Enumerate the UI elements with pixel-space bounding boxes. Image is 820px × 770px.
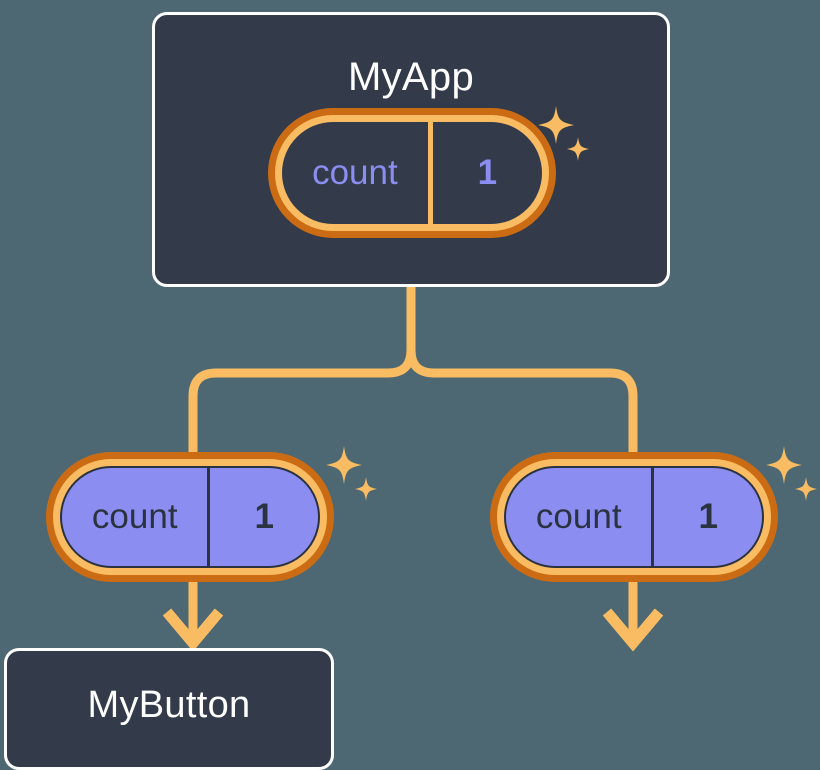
sparkle-small-icon bbox=[355, 477, 377, 501]
wire-branch-left bbox=[188, 349, 416, 456]
sparkle-small-icon bbox=[795, 477, 817, 501]
arrow-head-left bbox=[162, 608, 224, 652]
state-name: count bbox=[282, 122, 433, 224]
wire-branch-right bbox=[406, 349, 638, 456]
state-pill-child-left[interactable]: count 1 bbox=[46, 452, 334, 582]
state-pill-body: count 1 bbox=[282, 122, 542, 224]
state-value: 1 bbox=[477, 153, 498, 192]
state-pill-myapp[interactable]: count 1 bbox=[268, 108, 556, 238]
state-name: count bbox=[506, 468, 655, 566]
component-card-mybutton-left[interactable]: MyButton bbox=[4, 648, 334, 770]
component-title-myapp: MyApp bbox=[348, 55, 474, 99]
state-name: count bbox=[62, 468, 211, 566]
state-pill-inner-ring: count 1 bbox=[275, 115, 549, 231]
state-pill-body: count 1 bbox=[60, 466, 320, 568]
arrow-head-right bbox=[602, 608, 664, 652]
state-pill-child-right[interactable]: count 1 bbox=[490, 452, 778, 582]
sparkle-large-icon bbox=[326, 446, 362, 484]
state-value: 1 bbox=[698, 497, 718, 536]
component-title-mybutton: MyButton bbox=[87, 684, 251, 726]
sparkle-large-icon bbox=[766, 446, 802, 484]
state-pill-body: count 1 bbox=[504, 466, 764, 568]
state-pill-inner-ring: count 1 bbox=[53, 459, 327, 575]
state-pill-inner-ring: count 1 bbox=[497, 459, 771, 575]
state-value: 1 bbox=[254, 497, 274, 536]
